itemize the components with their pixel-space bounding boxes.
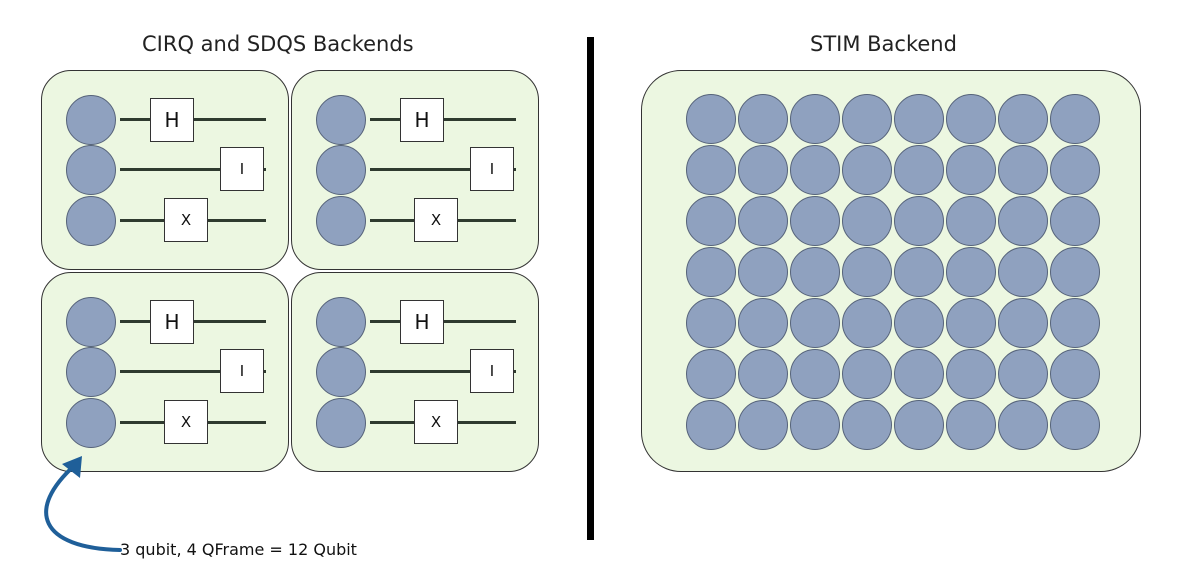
qubit [842, 298, 892, 348]
qubit [842, 247, 892, 297]
qubit [1050, 400, 1100, 450]
qubit [946, 349, 996, 399]
qubit [790, 400, 840, 450]
qubit [894, 349, 944, 399]
qubit [790, 298, 840, 348]
qubit [842, 400, 892, 450]
annotation-arrow-icon [44, 456, 122, 552]
qubit [686, 196, 736, 246]
gate-i: I [220, 349, 264, 393]
qubit [66, 297, 116, 347]
qubit [686, 145, 736, 195]
qubit [998, 247, 1048, 297]
gate-h: H [400, 98, 444, 142]
qubit [316, 347, 366, 397]
gate-x: X [164, 198, 208, 242]
gate-h: H [150, 98, 194, 142]
qubit [686, 94, 736, 144]
qubit-wire [120, 168, 266, 171]
qubit [946, 94, 996, 144]
qubit [1050, 94, 1100, 144]
left-panel-title: CIRQ and SDQS Backends [142, 32, 414, 56]
qubit [790, 196, 840, 246]
qubit [894, 145, 944, 195]
qubit [946, 196, 996, 246]
qubit [998, 94, 1048, 144]
qubit [686, 349, 736, 399]
qubit [316, 398, 366, 448]
qubit [316, 196, 366, 246]
qubit [790, 145, 840, 195]
qubit [946, 247, 996, 297]
qubit [738, 298, 788, 348]
qubit [946, 145, 996, 195]
qubit [66, 95, 116, 145]
qubit [738, 196, 788, 246]
qubit [1050, 145, 1100, 195]
qubit [842, 196, 892, 246]
qubit [66, 196, 116, 246]
qubit [738, 145, 788, 195]
gate-h: H [150, 300, 194, 344]
qubit [998, 196, 1048, 246]
stim-frame [641, 70, 1141, 472]
panel-divider [587, 37, 594, 540]
qubit [316, 95, 366, 145]
qubit [894, 94, 944, 144]
qubit [894, 298, 944, 348]
qubit-wire [370, 168, 516, 171]
qubit [842, 145, 892, 195]
gate-i: I [470, 147, 514, 191]
qubit [894, 196, 944, 246]
qubit [998, 349, 1048, 399]
qubit [998, 145, 1048, 195]
qubit [686, 298, 736, 348]
qubit [790, 94, 840, 144]
qubit [1050, 349, 1100, 399]
qubit [316, 297, 366, 347]
qubit [1050, 196, 1100, 246]
qubit [738, 94, 788, 144]
qubit-wire [120, 370, 266, 373]
qubit [946, 298, 996, 348]
qubit [790, 349, 840, 399]
right-panel-title: STIM Backend [810, 32, 957, 56]
qubit [66, 398, 116, 448]
stim-qubit-grid [686, 94, 1100, 450]
qubit [738, 349, 788, 399]
qubit [66, 347, 116, 397]
qubit [790, 247, 840, 297]
qubit [946, 400, 996, 450]
gate-x: X [414, 400, 458, 444]
qubit [894, 247, 944, 297]
qubit [894, 400, 944, 450]
gate-i: I [470, 349, 514, 393]
qubit [66, 145, 116, 195]
qubit [686, 247, 736, 297]
qubit [842, 349, 892, 399]
qubit-wire [370, 370, 516, 373]
gate-i: I [220, 147, 264, 191]
qubit [998, 298, 1048, 348]
qubit [738, 247, 788, 297]
qubit [686, 400, 736, 450]
gate-h: H [400, 300, 444, 344]
gate-x: X [414, 198, 458, 242]
qubit [738, 400, 788, 450]
qubit [842, 94, 892, 144]
qubit [998, 400, 1048, 450]
annotation-label: 3 qubit, 4 QFrame = 12 Qubit [120, 540, 357, 559]
qubit [1050, 247, 1100, 297]
gate-x: X [164, 400, 208, 444]
qubit [316, 145, 366, 195]
qubit [1050, 298, 1100, 348]
